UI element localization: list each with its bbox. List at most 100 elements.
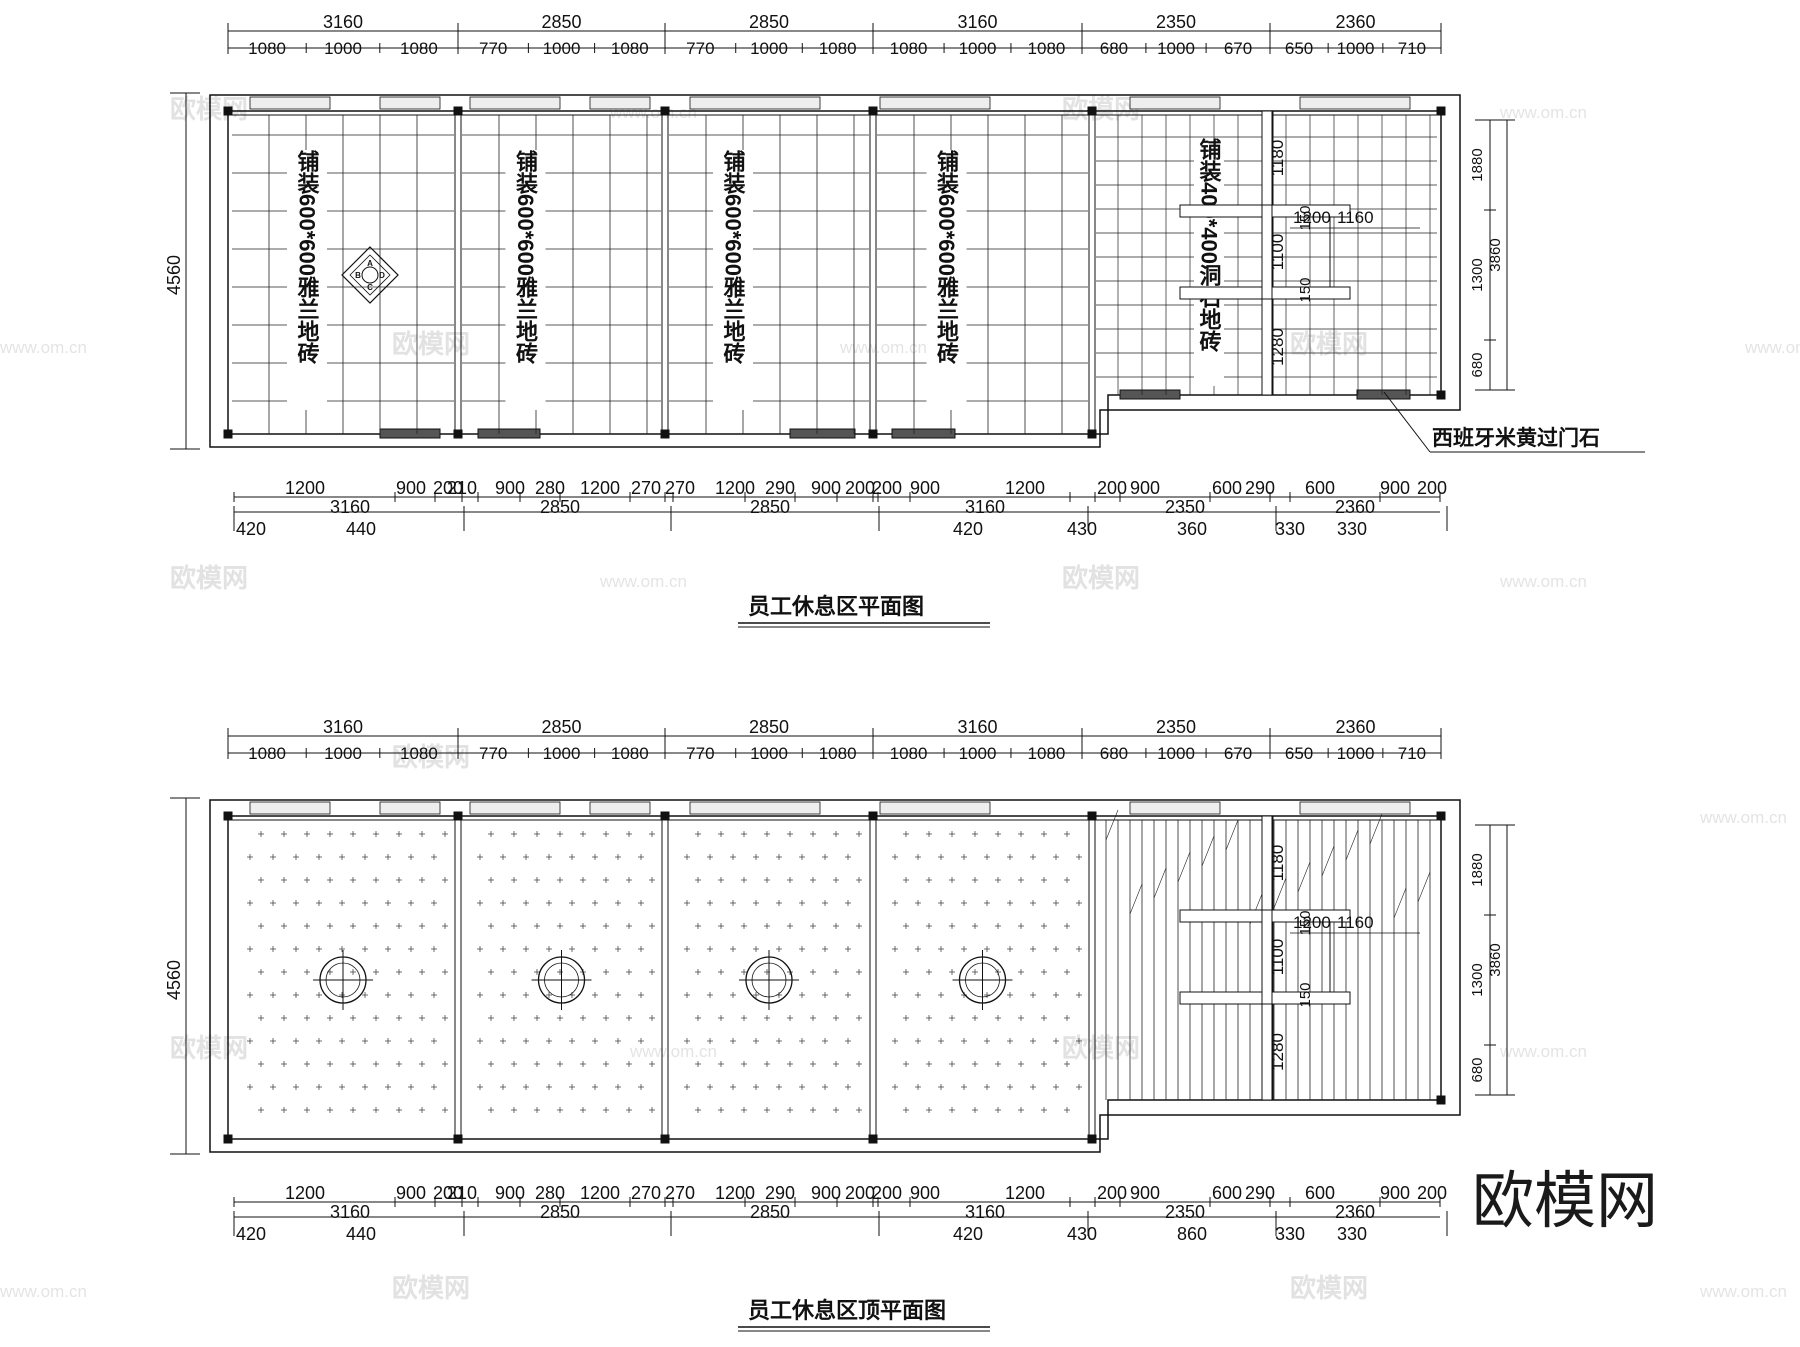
inner-dimension-text: 150 xyxy=(1297,910,1314,935)
bottom-dimension-text: 200 xyxy=(845,478,875,498)
partition-wall xyxy=(454,110,462,435)
structural-column xyxy=(223,429,233,439)
top-subdimension-text: 1000 xyxy=(959,39,997,58)
bottom-span-text: 2360 xyxy=(1335,497,1375,517)
bottom-dimension-text: 900 xyxy=(1130,1183,1160,1203)
ceiling-wood-joint xyxy=(1345,829,1359,861)
window xyxy=(1299,801,1411,815)
partition-wall xyxy=(869,110,877,435)
bottom-offset-text: 420 xyxy=(953,1224,983,1244)
top-dimension-text: 2850 xyxy=(541,12,581,32)
partition-wall xyxy=(1088,815,1096,1140)
bottom-dimension-text: 290 xyxy=(765,1183,795,1203)
bottom-span-text: 3160 xyxy=(330,497,370,517)
top-subdimension-text: 1000 xyxy=(1337,744,1375,763)
right-dimension-text: 1300 xyxy=(1469,258,1486,291)
structural-column xyxy=(223,1134,233,1144)
left-dimension-text: 4560 xyxy=(164,960,184,1000)
top-dimension-text: 3160 xyxy=(957,12,997,32)
bottom-offset-text: 420 xyxy=(236,519,266,539)
bottom-dimension-text: 200 xyxy=(1097,1183,1127,1203)
top-subdimension-text: 770 xyxy=(479,744,507,763)
right-dimension-text: 680 xyxy=(1469,352,1486,377)
threshold-stone-callout: 西班牙米黄过门石 xyxy=(1432,426,1600,450)
structural-column xyxy=(223,811,233,821)
top-subdimension-text: 1080 xyxy=(248,744,286,763)
inner-dimension-text: 150 xyxy=(1297,982,1314,1007)
window xyxy=(879,96,991,110)
callout-leader xyxy=(1383,391,1431,453)
watermark-url: www.om.cn xyxy=(1499,103,1587,122)
top-subdimension-text: 710 xyxy=(1398,39,1426,58)
top-dimension-text: 2360 xyxy=(1335,717,1375,737)
bottom-dimension-text: 1200 xyxy=(1005,478,1045,498)
floor-material-label: 铺装600*600雅兰地砖 xyxy=(721,149,746,365)
bottom-dimension-text: 200 xyxy=(433,1183,463,1203)
bottom-dimension-text: 200 xyxy=(1097,478,1127,498)
bottom-offset-text: 440 xyxy=(346,519,376,539)
top-subdimension-text: 710 xyxy=(1398,744,1426,763)
bottom-span-text: 2850 xyxy=(540,497,580,517)
inner-dimension-text: 1200 xyxy=(1293,913,1331,932)
top-dimension-text: 2850 xyxy=(749,12,789,32)
floor-material-label: 铺装600*600雅兰地砖 xyxy=(295,149,320,365)
bottom-dimension-text: 290 xyxy=(1245,1183,1275,1203)
top-subdimension-text: 1000 xyxy=(543,744,581,763)
bottom-span-text: 2850 xyxy=(750,497,790,517)
window xyxy=(469,96,561,110)
inner-dimension-text: 1160 xyxy=(1337,208,1374,227)
bottom-dimension-text: 900 xyxy=(811,478,841,498)
top-subdimension-text: 1080 xyxy=(400,39,438,58)
window xyxy=(379,96,441,110)
bottom-span-text: 2850 xyxy=(750,1202,790,1222)
inner-dimension-text: 1100 xyxy=(1268,939,1287,976)
top-subdimension-text: 770 xyxy=(686,39,714,58)
right-dimension-text: 1300 xyxy=(1469,963,1486,996)
bottom-dimension-text: 270 xyxy=(631,478,661,498)
bottom-dimension-text: 900 xyxy=(1380,1183,1410,1203)
ceiling-wood-joint xyxy=(1417,871,1431,903)
inner-wall xyxy=(227,815,1442,1140)
structural-column xyxy=(223,106,233,116)
medallion-letter: B xyxy=(355,271,361,280)
bottom-span-text: 2850 xyxy=(540,1202,580,1222)
bottom-dimension-text: 600 xyxy=(1212,1183,1242,1203)
label-backdrop xyxy=(287,150,327,410)
top-subdimension-text: 680 xyxy=(1100,744,1128,763)
ceiling-wood-joint xyxy=(1129,883,1143,915)
bottom-dimension-text: 1200 xyxy=(715,478,755,498)
inner-dimension-text: 1280 xyxy=(1268,328,1287,366)
bottom-dimension-text: 270 xyxy=(665,478,695,498)
inner-dimension-text: 1200 xyxy=(1293,208,1331,227)
partition-wall xyxy=(661,110,669,435)
watermark-url: www.om.cn xyxy=(1499,572,1587,591)
watermark-logo: 欧模网 xyxy=(1290,329,1368,359)
inner-dimension-text: 1100 xyxy=(1268,234,1287,271)
top-subdimension-text: 1080 xyxy=(611,744,649,763)
top-subdimension-text: 670 xyxy=(1224,744,1252,763)
top-subdimension-text: 680 xyxy=(1100,39,1128,58)
bottom-span-text: 3160 xyxy=(965,497,1005,517)
watermark-url: www.om.cn xyxy=(839,338,927,357)
inner-dimension-text: 1180 xyxy=(1268,140,1287,177)
window xyxy=(469,801,561,815)
medallion-letter: D xyxy=(379,271,385,280)
bottom-span-text: 2360 xyxy=(1335,1202,1375,1222)
floor-material-label: 铺装600*600雅兰地砖 xyxy=(513,149,538,365)
top-subdimension-text: 670 xyxy=(1224,39,1252,58)
top-subdimension-text: 1080 xyxy=(890,744,928,763)
inner-wall xyxy=(227,110,1442,435)
ceiling-wood-joint xyxy=(1201,835,1215,867)
door-threshold xyxy=(789,428,856,439)
door-threshold xyxy=(1356,389,1411,400)
bottom-dimension-text: 900 xyxy=(495,478,525,498)
ceiling-plan-title: 员工休息区顶平面图 xyxy=(748,1298,946,1323)
top-subdimension-text: 1000 xyxy=(959,744,997,763)
top-subdimension-text: 1080 xyxy=(819,39,857,58)
bottom-dimension-text: 900 xyxy=(1130,478,1160,498)
window xyxy=(689,801,821,815)
top-subdimension-text: 1080 xyxy=(248,39,286,58)
